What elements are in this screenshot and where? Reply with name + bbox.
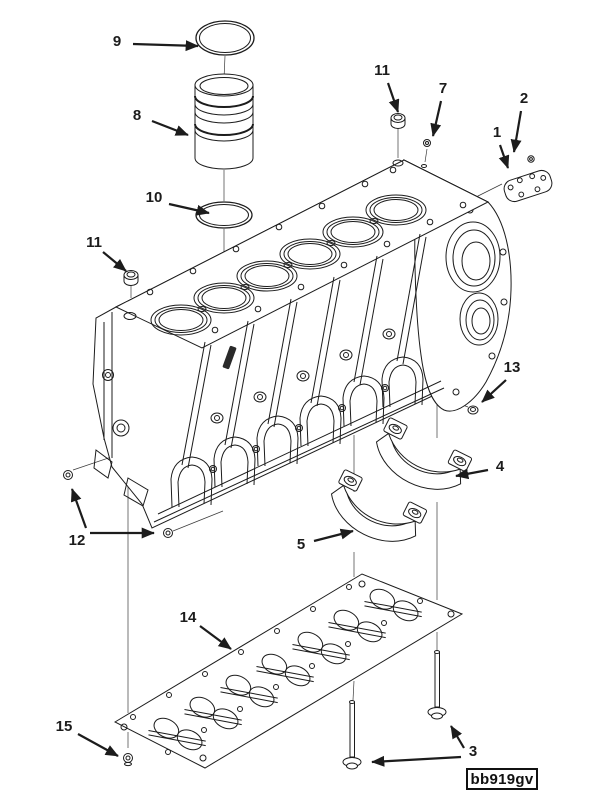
callout-14-label: 14 <box>180 609 197 626</box>
callout-15-label: 15 <box>56 718 73 735</box>
screw-item7 <box>423 139 431 147</box>
callout-11-label: 11 <box>374 62 390 79</box>
callout-1-arrow <box>498 144 510 169</box>
callout-12-label: 12 <box>69 532 86 549</box>
callout-14-arrow <box>199 625 232 650</box>
side-ribs <box>181 233 427 469</box>
callout-4-label: 4 <box>496 458 505 475</box>
callouts-layer: 9 8 10 11 11 7 2 1 13 4 5 12 14 15 3 <box>56 33 528 767</box>
callout-7-arrow <box>430 100 443 137</box>
callout-2-arrow <box>510 110 523 153</box>
callout-11-arrow <box>102 251 127 272</box>
ladder-frame <box>113 573 464 769</box>
bearing-cap-5 <box>330 469 428 542</box>
callout-11-label: 11 <box>86 234 102 251</box>
callout-15-arrow <box>77 733 119 757</box>
plug-item12-right <box>163 528 173 538</box>
plug-item12-left <box>63 470 73 480</box>
ladder-frame-saddles <box>148 588 422 751</box>
callout-13-label: 13 <box>504 359 521 376</box>
cup-plug-left <box>123 270 139 286</box>
screw-item2 <box>527 155 535 163</box>
figure-code-box: bb919gv <box>466 768 538 790</box>
callout-12-arrow <box>70 488 88 529</box>
cover-plate <box>503 169 553 203</box>
callout-2-label: 2 <box>520 90 528 107</box>
callout-9-label: 9 <box>113 33 121 50</box>
block-serial-tag <box>222 345 237 370</box>
o-ring-bottom <box>195 201 253 229</box>
callout-3-arrow <box>450 725 465 749</box>
callout-11-arrow <box>386 82 400 113</box>
screw-item15 <box>123 753 133 767</box>
engine-block <box>92 159 512 529</box>
callout-1-label: 1 <box>493 124 501 141</box>
bolt-long-1 <box>427 650 447 720</box>
callout-10-arrow <box>168 202 210 216</box>
callout-3-arrow <box>371 755 462 767</box>
callout-13-arrow <box>481 379 507 403</box>
cap-screw-bosses <box>209 384 389 473</box>
front-gear-end <box>93 312 149 507</box>
cylinder-liner <box>194 73 254 170</box>
cylinder-bores <box>150 194 427 336</box>
figure-code: bb919gv <box>470 770 534 788</box>
cup-plug-top <box>390 113 406 129</box>
bolt-long-2 <box>342 700 362 770</box>
callout-9-arrow <box>132 40 199 52</box>
callout-4-arrow <box>455 468 489 480</box>
ladder-frame-holes <box>120 580 455 762</box>
core-plug-bosses <box>210 328 396 424</box>
callout-3-label: 3 <box>469 743 477 760</box>
plug-item13 <box>467 405 479 415</box>
callout-5-label: 5 <box>297 536 305 553</box>
o-ring-top <box>195 20 255 56</box>
callout-8-arrow <box>151 119 189 137</box>
bearing-cap-4 <box>375 417 473 490</box>
callout-8-label: 8 <box>133 107 141 124</box>
callout-5-arrow <box>313 528 354 543</box>
callout-7-label: 7 <box>439 80 447 97</box>
callout-10-label: 10 <box>146 189 163 206</box>
deck-bolt-holes <box>123 159 467 334</box>
